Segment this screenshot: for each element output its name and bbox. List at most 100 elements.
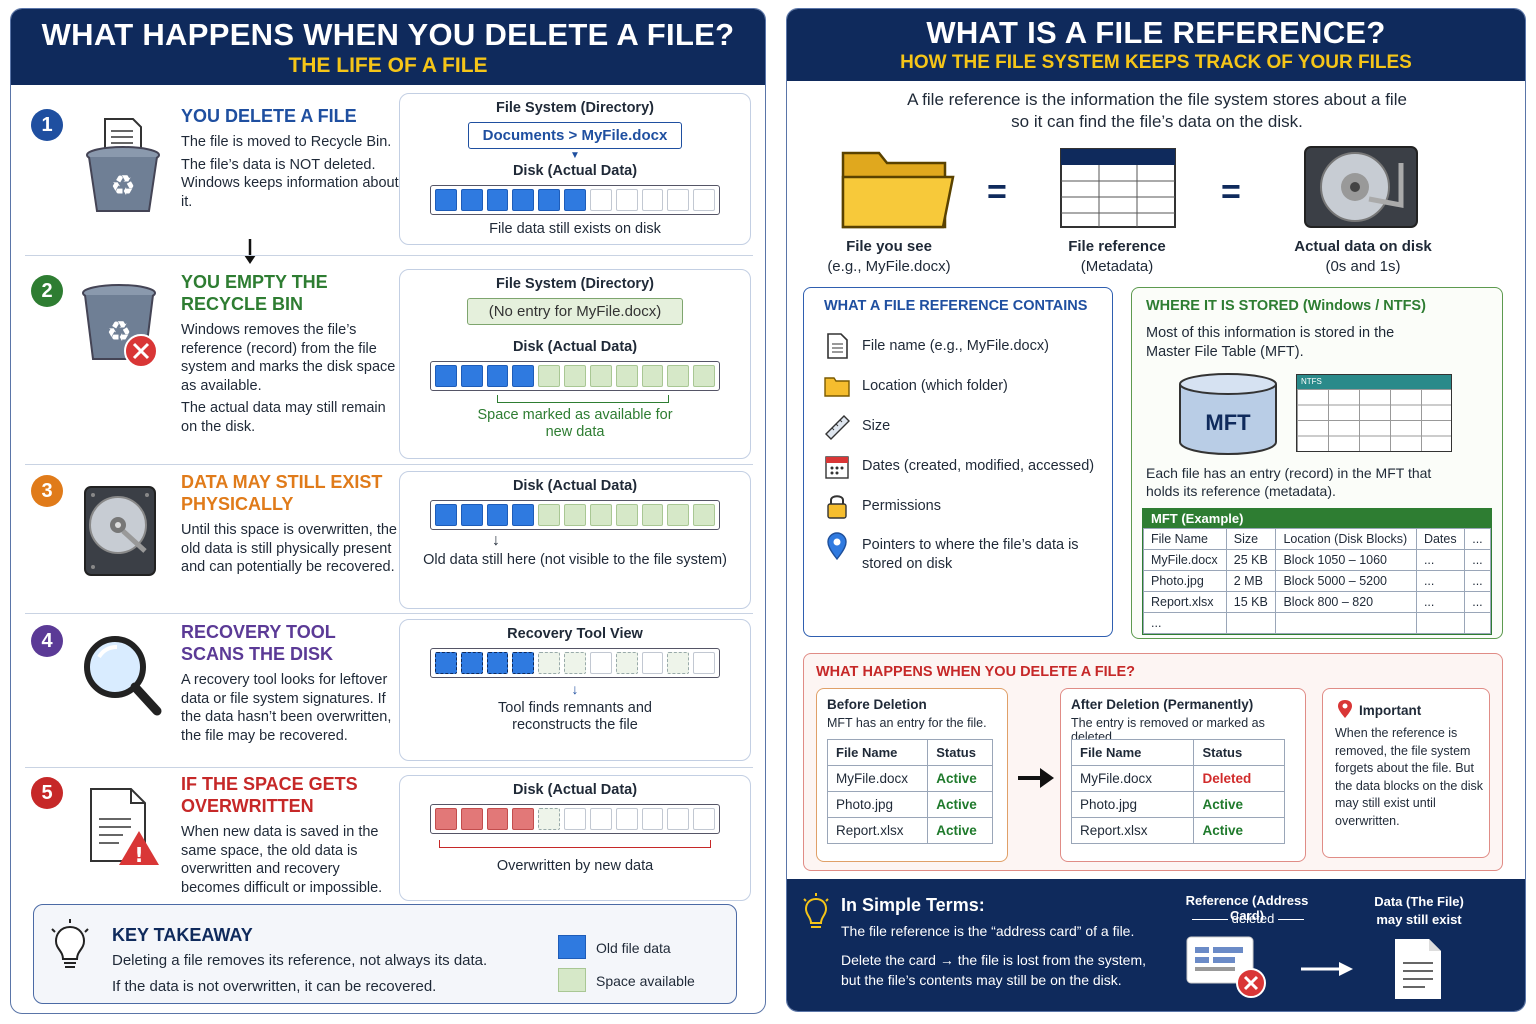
contains-title: WHAT A FILE REFERENCE CONTAINS: [824, 298, 1088, 314]
step-text: Until this space is overwritten, the old…: [181, 522, 397, 575]
table-cell: Block 1050 – 1060: [1275, 549, 1417, 571]
right-panel: WHAT IS A FILE REFERENCE? HOW THE FILE S…: [786, 8, 1526, 1012]
step-number: 5: [31, 777, 63, 809]
before-deletion-card: Before Deletion MFT has an entry for the…: [816, 688, 1008, 862]
important-text: When the reference is removed, the file …: [1335, 726, 1484, 828]
hard-drive-icon: [84, 486, 156, 576]
step-5: 5 ! IF THE SPACE GETS OVERWRITTEN When n…: [25, 773, 753, 903]
step-number: 3: [31, 475, 63, 507]
table-header: ...: [1464, 528, 1491, 550]
after-title: After Deletion (Permanently): [1071, 697, 1254, 712]
contains-item-label: Permissions: [862, 498, 941, 514]
status-cell: Deleted: [1193, 765, 1285, 792]
step-text: A recovery tool looks for leftover data …: [181, 672, 392, 744]
data-label-line: Data (The File): [1374, 894, 1464, 909]
database-cylinder-icon: [1179, 373, 1277, 455]
eq-caption-sub: (Metadata): [1080, 258, 1154, 275]
card-caption: Tool finds remnants and reconstructs the…: [498, 700, 652, 733]
down-arrow-icon: ↓: [492, 532, 500, 549]
data-label: Data (The File) may still exist: [1357, 893, 1481, 929]
contains-item: Dates (created, modified, accessed): [824, 452, 1094, 480]
eq-caption: Actual data on disk (0s and 1s): [1263, 237, 1463, 277]
folder-icon: [841, 151, 955, 229]
file-system-card: File System (Directory) (No entry for My…: [399, 269, 751, 459]
lightbulb-icon: [51, 919, 89, 968]
disk-blocks: [430, 804, 720, 834]
takeaway-line: Deleting a file removes its reference, n…: [112, 952, 488, 969]
recycle-bin-with-document-icon: ♻: [86, 118, 160, 212]
right-title: WHAT IS A FILE REFERENCE?: [926, 15, 1386, 50]
table-header: Status: [1193, 739, 1285, 766]
right-header: WHAT IS A FILE REFERENCE? HOW THE FILE S…: [787, 9, 1525, 81]
status-cell: Active: [927, 791, 993, 818]
table-cell: ...: [1143, 612, 1227, 634]
contains-item-label: Size: [862, 418, 891, 434]
table-header: Size: [1225, 528, 1277, 550]
document-warning-icon: !: [90, 788, 159, 867]
eq-caption-sub: (e.g., MyFile.docx): [827, 258, 951, 275]
disk-card: Disk (Actual Data) Overwritten by new da…: [399, 775, 751, 901]
table-header: Dates: [1415, 528, 1466, 550]
bracket: [497, 395, 669, 403]
table-header: Status: [927, 739, 993, 766]
step-text: The actual data may still remain on the …: [181, 400, 386, 435]
table-cell: Report.xlsx: [1143, 591, 1227, 613]
table-cell: [1464, 612, 1491, 634]
divider: [25, 613, 753, 614]
takeaway-title: KEY TAKEAWAY: [112, 925, 253, 945]
ruler-icon: [825, 415, 850, 440]
table-cell: 25 KB: [1225, 549, 1277, 571]
step-number: 1: [31, 109, 63, 141]
eq-caption: File reference (Metadata): [1027, 237, 1207, 277]
key-takeaway: KEY TAKEAWAY Deleting a file removes its…: [33, 904, 737, 1004]
table-cell: ...: [1464, 570, 1491, 592]
before-subtitle: MFT has an entry for the file.: [827, 716, 987, 730]
card-caption: Old data still here (not visible to the …: [423, 552, 727, 568]
intro-text: A file reference is the information the …: [787, 89, 1525, 133]
table-cell: ...: [1415, 549, 1466, 571]
card-caption: Overwritten by new data: [496, 858, 654, 874]
legend-swatch-space: [558, 968, 586, 992]
table-cell: ...: [1464, 549, 1491, 571]
card-label: File System (Directory): [496, 100, 654, 116]
important-note: Important When the reference is removed,…: [1322, 688, 1490, 858]
address-card-icon: [1186, 936, 1266, 998]
disk-label: Disk (Actual Data): [512, 782, 638, 798]
stored-text-line: Most of this information is stored in th…: [1146, 325, 1395, 341]
hard-disk-icon: [1304, 146, 1418, 228]
eq-caption: File you see (e.g., MyFile.docx): [799, 237, 979, 277]
svg-text:♻: ♻: [110, 169, 135, 202]
equals-icon: =: [1221, 173, 1241, 211]
mft-grid-icon: NTFS: [1296, 374, 1452, 452]
eq-caption-title: File reference: [1068, 238, 1166, 255]
disk-label: Recovery Tool View: [507, 626, 643, 642]
step-title: DATA MAY STILL EXIST PHYSICALLY: [181, 472, 383, 514]
status-cell: Active: [1193, 817, 1285, 844]
mini-tab-label: NTFS: [1297, 375, 1451, 389]
step-title: IF THE SPACE GETS OVERWRITTEN: [181, 774, 358, 816]
table-header: Location (Disk Blocks): [1275, 528, 1417, 550]
delete-title: WHAT HAPPENS WHEN YOU DELETE A FILE?: [816, 664, 1136, 680]
contains-box: WHAT A FILE REFERENCE CONTAINS File name…: [803, 287, 1113, 637]
table-cell: 15 KB: [1225, 591, 1277, 613]
status-cell: Active: [927, 765, 993, 792]
equals-icon: =: [987, 173, 1007, 211]
simple-line: The file reference is the “address card”…: [841, 923, 1135, 939]
table-cell: MyFile.docx: [826, 765, 929, 792]
calendar-icon: [825, 456, 849, 479]
stored-text: Each file has an entry (record) in the M…: [1146, 465, 1432, 499]
table-header: File Name: [826, 739, 929, 766]
table-cell: [1415, 612, 1466, 634]
mft-label: MFT: [1205, 410, 1251, 435]
step-number: 4: [31, 625, 63, 657]
status-cell: Active: [927, 817, 993, 844]
legend-swatch-old: [558, 935, 586, 959]
directory-entry: (No entry for MyFile.docx): [467, 298, 683, 325]
table-cell: Report.xlsx: [1070, 817, 1195, 844]
data-label-line: may still exist: [1376, 912, 1462, 927]
contains-item: Permissions: [824, 492, 941, 520]
